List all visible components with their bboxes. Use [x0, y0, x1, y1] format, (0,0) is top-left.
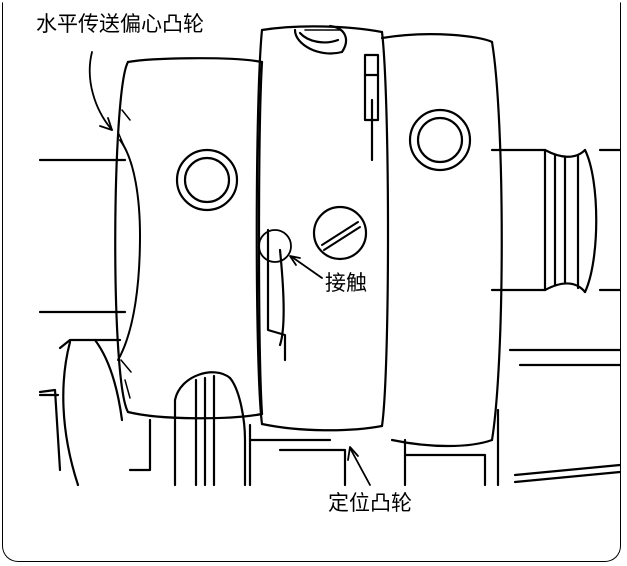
horizontal-feed-eccentric-cam [114, 57, 264, 420]
leader-horizontal-feed-cam [88, 51, 113, 131]
left-shaft [38, 158, 127, 314]
figure-frame [2, 2, 621, 562]
base-housing [38, 338, 622, 487]
right-cam-and-shaft [380, 33, 622, 448]
leader-positioning-cam [349, 447, 371, 486]
label-contact: 接触 [325, 271, 367, 295]
leader-lines [88, 51, 371, 486]
positioning-cam [255, 24, 390, 432]
contact-highlight-circle [258, 229, 292, 263]
leader-contact [291, 256, 323, 279]
label-positioning-cam: 定位凸轮 [328, 491, 412, 515]
label-horizontal-feed-eccentric-cam: 水平传送偏心凸轮 [36, 12, 204, 36]
